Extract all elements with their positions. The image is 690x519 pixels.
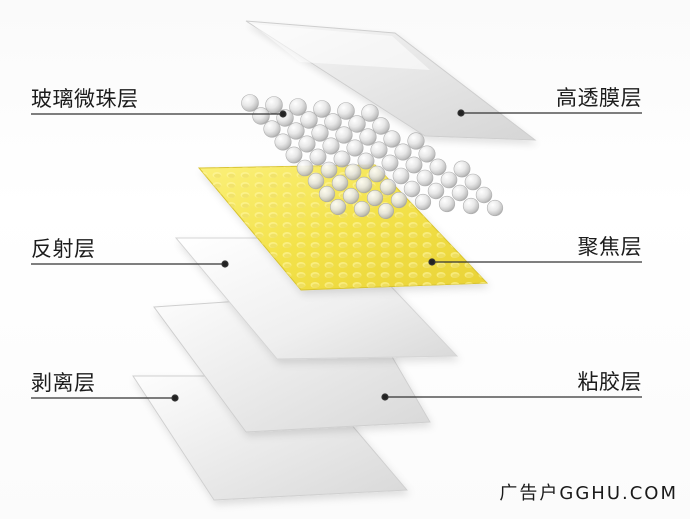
glass-bead (329, 199, 346, 216)
glass-bead (418, 145, 436, 163)
glass-bead (368, 165, 386, 183)
glass-bead (453, 160, 471, 178)
glass-bead (357, 152, 375, 170)
glass-bead (337, 102, 355, 120)
label-reflective-layer: 反射层 (31, 237, 96, 261)
glass-bead (324, 113, 342, 131)
glass-bead (252, 107, 270, 125)
glass-bead (407, 132, 425, 150)
glass-bead (370, 141, 388, 159)
leader-dot-adhesive (381, 393, 389, 401)
label-high-transparency-film: 高透膜层 (556, 86, 642, 110)
focusing-layer-texture (199, 165, 487, 290)
glass-bead (381, 154, 399, 172)
glass-bead (300, 111, 318, 129)
glass-bead (318, 185, 336, 203)
glass-bead (346, 139, 364, 157)
glass-bead (331, 174, 349, 192)
label-focusing-layer: 聚焦层 (577, 235, 642, 259)
film-highlight (252, 24, 430, 70)
glass-bead (416, 169, 434, 187)
glass-bead (309, 148, 327, 166)
glass-bead (392, 167, 410, 185)
glass-bead (322, 137, 340, 155)
leader-dot-reflective (221, 260, 229, 268)
glass-bead (451, 184, 469, 202)
glass-bead (475, 186, 493, 204)
glass-bead (344, 163, 362, 181)
glass-bead (438, 195, 456, 213)
glass-bead-cluster (241, 94, 504, 220)
glass-bead (320, 161, 338, 179)
glass-bead (405, 156, 423, 174)
watermark: 广告户GGHU.COM (499, 483, 678, 504)
glass-bead (379, 178, 397, 196)
glass-bead (274, 133, 292, 151)
glass-bead (311, 124, 329, 142)
leader-dot-glass-bead (279, 110, 287, 118)
glass-bead (377, 203, 394, 220)
leader-dot-focusing (428, 258, 436, 266)
glass-bead (241, 94, 259, 112)
glass-bead (289, 98, 307, 116)
label-release-layer: 剥离层 (31, 371, 96, 395)
glass-bead (440, 171, 458, 189)
glass-bead (464, 173, 482, 191)
glass-bead (298, 135, 316, 153)
glass-bead (359, 128, 377, 146)
glass-bead (372, 117, 390, 135)
glass-bead (342, 187, 360, 205)
leader-dot-release (171, 394, 179, 402)
label-glass-bead-layer: 玻璃微珠层 (31, 87, 139, 111)
glass-bead (263, 120, 281, 138)
glass-bead (486, 199, 504, 217)
glass-bead (390, 191, 408, 209)
glass-bead (429, 158, 447, 176)
label-adhesive-layer: 粘胶层 (577, 370, 642, 394)
glass-bead (394, 143, 412, 161)
glass-bead (403, 180, 421, 198)
glass-bead (462, 197, 480, 215)
leader-dot-film (457, 109, 465, 117)
glass-bead (414, 193, 432, 211)
glass-bead (353, 201, 370, 218)
glass-bead (355, 176, 373, 194)
glass-bead (335, 126, 353, 144)
glass-bead (287, 122, 305, 140)
glass-bead (333, 150, 351, 168)
glass-bead (285, 146, 303, 164)
glass-bead (383, 130, 401, 148)
glass-bead (348, 115, 366, 133)
glass-bead (307, 172, 325, 190)
glass-bead (296, 159, 314, 177)
glass-bead (313, 100, 331, 118)
glass-bead (366, 189, 384, 207)
glass-bead (427, 182, 445, 200)
glass-bead (361, 104, 379, 122)
